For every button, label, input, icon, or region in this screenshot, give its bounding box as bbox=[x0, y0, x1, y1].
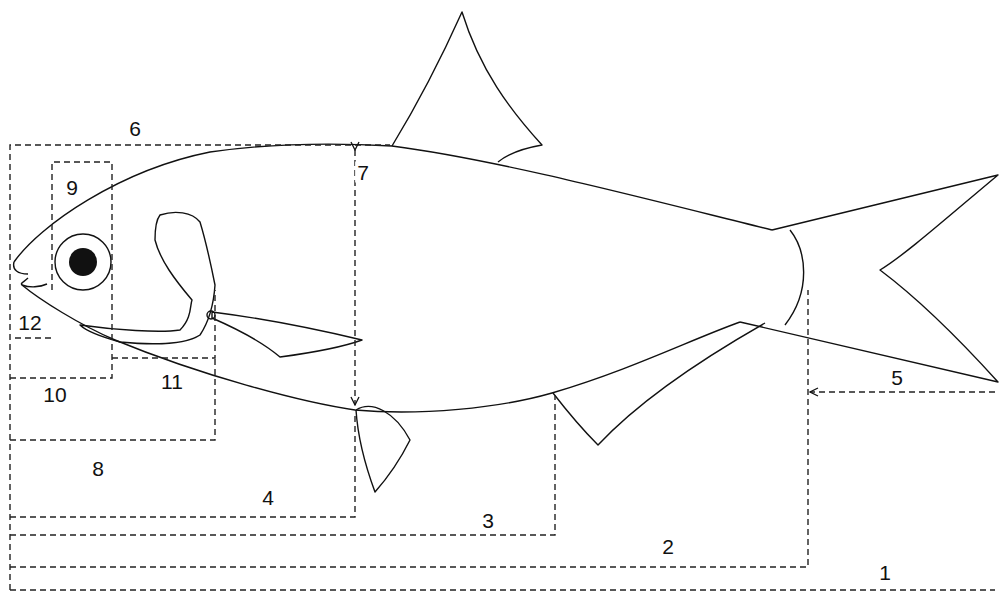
measure-4 bbox=[10, 412, 355, 517]
dorsal-fin bbox=[392, 12, 542, 162]
callout-number: 8 bbox=[90, 458, 106, 479]
callout-number: 4 bbox=[260, 487, 276, 508]
callout-number: 3 bbox=[480, 510, 496, 531]
callout-number: 7 bbox=[355, 162, 371, 183]
caudal-base bbox=[785, 230, 804, 325]
measure-9-10 bbox=[10, 162, 112, 378]
mouth bbox=[22, 284, 47, 287]
measure-2 bbox=[10, 290, 808, 567]
measure-1 bbox=[10, 589, 995, 590]
measure-6 bbox=[10, 145, 390, 590]
measure-7 bbox=[354, 150, 355, 405]
measure-12 bbox=[15, 337, 52, 338]
caudal-fin bbox=[740, 175, 998, 382]
operculum bbox=[80, 212, 215, 343]
body-lower-outline bbox=[14, 262, 740, 412]
anal-fin bbox=[553, 323, 765, 445]
callout-number: 5 bbox=[889, 367, 905, 388]
pupil bbox=[69, 248, 97, 276]
measure-5 bbox=[810, 391, 995, 392]
eye bbox=[55, 234, 111, 290]
body-upper-outline bbox=[14, 144, 772, 262]
measure-8 bbox=[10, 358, 215, 440]
pelvic-fin bbox=[356, 407, 410, 492]
measure-3 bbox=[10, 395, 555, 535]
callout-number: 2 bbox=[660, 536, 676, 557]
callout-number: 11 bbox=[159, 371, 185, 392]
measure-11 bbox=[112, 290, 215, 358]
callout-number: 1 bbox=[877, 562, 893, 583]
callout-number: 9 bbox=[64, 177, 80, 198]
callout-number: 12 bbox=[16, 312, 43, 333]
callout-number: 10 bbox=[41, 384, 68, 405]
pectoral-fin bbox=[212, 312, 362, 357]
callout-number: 6 bbox=[127, 118, 143, 139]
